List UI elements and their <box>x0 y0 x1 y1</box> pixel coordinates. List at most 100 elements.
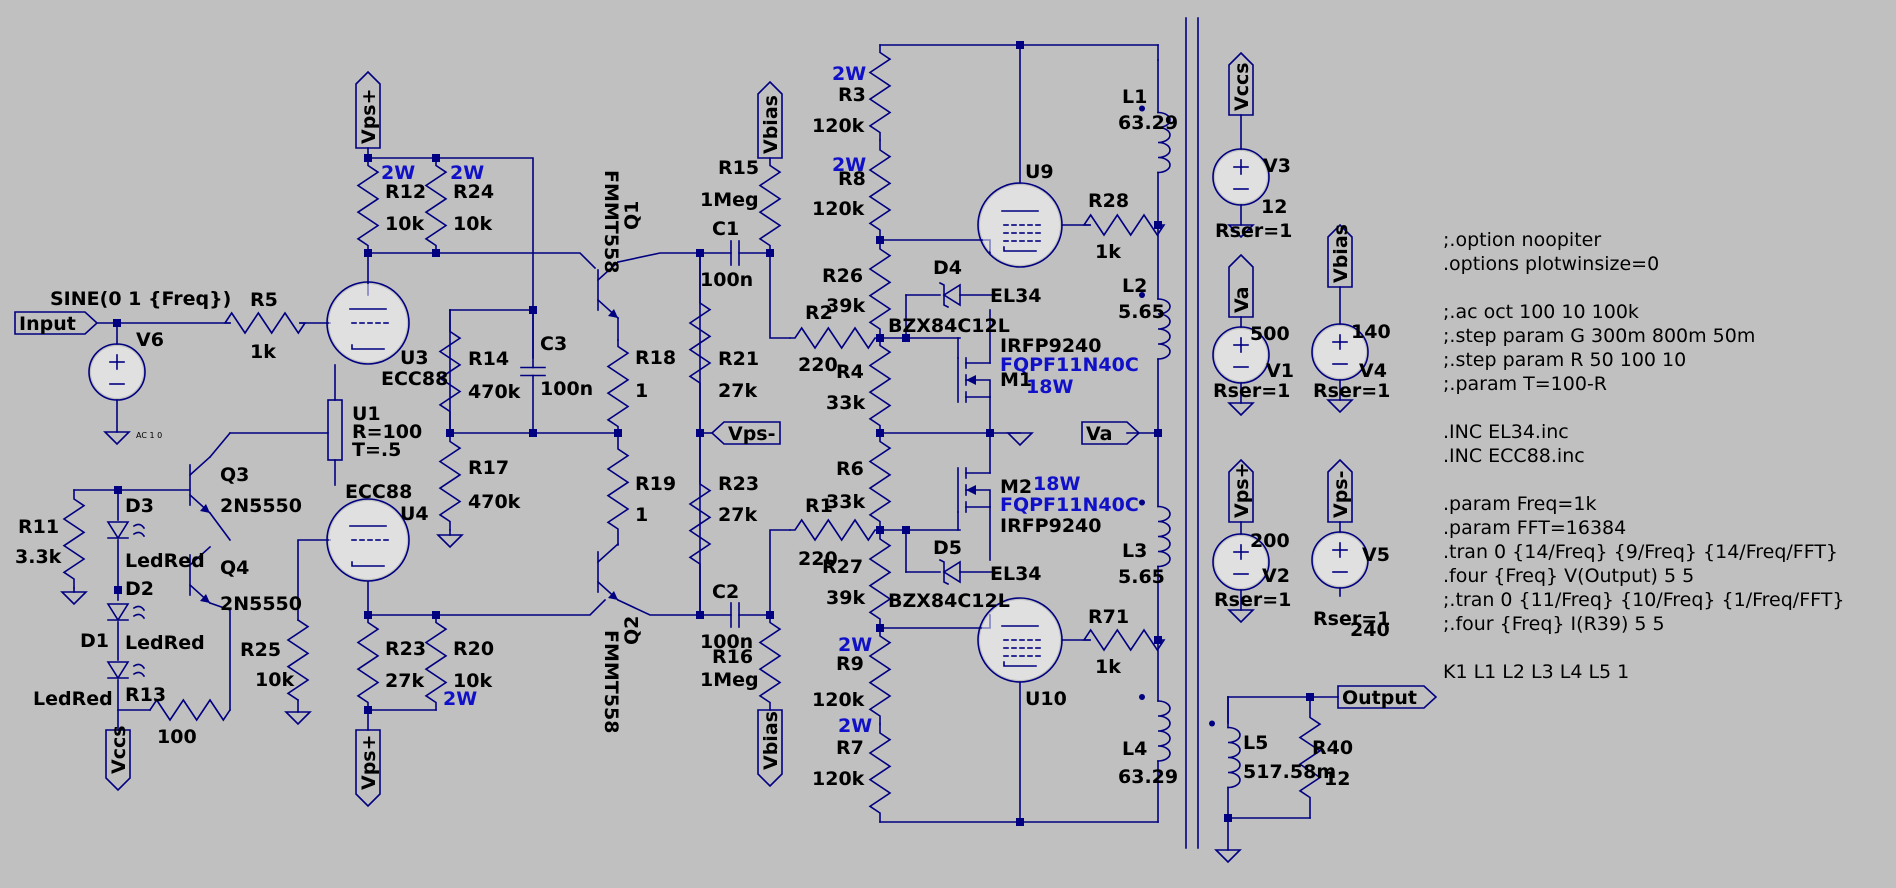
resistor-r2[interactable] <box>789 326 881 350</box>
directive-line[interactable]: .INC ECC88.inc <box>1443 445 1585 467</box>
led-d2[interactable] <box>106 521 146 540</box>
output-net-label[interactable]: Output <box>1337 685 1438 709</box>
directive-line[interactable]: ;.param T=100-R <box>1443 373 1607 395</box>
resistor-r1[interactable] <box>789 518 881 542</box>
directive-line[interactable]: .INC EL34.inc <box>1443 421 1569 443</box>
resistor-r8[interactable] <box>868 139 892 241</box>
v1-net-label[interactable]: Va <box>1228 253 1254 318</box>
mosfet-m1[interactable] <box>957 357 991 403</box>
resistor-r16[interactable] <box>758 614 782 711</box>
v2-net-label[interactable]: Vps+ <box>1228 458 1254 523</box>
tube-u10[interactable] <box>977 597 1063 683</box>
directive-line[interactable]: ;.ac oct 100 10 100k <box>1443 301 1639 323</box>
thermistor-u1[interactable] <box>327 364 343 486</box>
directive-line[interactable]: .options plotwinsize=0 <box>1443 253 1659 275</box>
ground-symbol[interactable] <box>436 534 464 549</box>
resistor-r40[interactable] <box>1298 696 1322 819</box>
resistor-r12[interactable] <box>356 157 380 254</box>
v5-source[interactable] <box>1311 531 1369 589</box>
v4-source[interactable] <box>1311 323 1369 381</box>
capacitor-c3[interactable] <box>520 309 546 434</box>
resistor-r24[interactable] <box>424 157 448 254</box>
led-d3[interactable] <box>106 661 146 680</box>
v5-net-label[interactable]: Vps- <box>1327 458 1353 523</box>
vccs-net-label-left[interactable]: Vccs <box>105 725 131 792</box>
inductor-l5[interactable] <box>1209 696 1241 819</box>
resistor-r9[interactable] <box>868 627 892 725</box>
ground-symbol[interactable] <box>1227 609 1255 624</box>
resistor-r11[interactable] <box>62 489 86 589</box>
zener-d5[interactable] <box>938 558 961 586</box>
directive-line[interactable]: ;.four {Freq} I(R39) 5 5 <box>1443 613 1665 635</box>
resistor-r23[interactable] <box>688 432 712 616</box>
transistor-q1[interactable] <box>596 260 620 320</box>
resistor-r20[interactable] <box>356 614 380 711</box>
capacitor-c1[interactable] <box>699 240 771 266</box>
resistor-r6[interactable] <box>868 432 892 531</box>
v3-net-label[interactable]: Vccs <box>1228 51 1254 116</box>
capacitor-c2[interactable] <box>699 602 771 628</box>
resistor-r19[interactable] <box>606 432 630 546</box>
resistor-r13[interactable] <box>148 698 232 722</box>
directive-line[interactable]: ;.tran 0 {11/Freq} {10/Freq} {1/Freq/FFT… <box>1443 589 1844 611</box>
directive-line[interactable]: .param Freq=1k <box>1443 493 1596 515</box>
tube-u9[interactable] <box>977 182 1063 268</box>
vps-minus-net-label[interactable]: Vps- <box>710 421 781 445</box>
vps-plus-net-label-bottom[interactable]: Vps+ <box>355 729 381 808</box>
v4-net-label[interactable]: Vbias <box>1327 223 1353 288</box>
ground-symbol[interactable] <box>284 711 312 726</box>
directive-line[interactable]: ;.step param R 50 100 10 <box>1443 349 1686 371</box>
resistor-r14[interactable] <box>438 309 462 434</box>
directive-line[interactable]: .four {Freq} V(Output) 5 5 <box>1443 565 1694 587</box>
ground-symbol-mid[interactable] <box>1006 432 1034 447</box>
inductor-l4[interactable] <box>1139 639 1171 823</box>
voltage-source-v6[interactable] <box>88 343 146 401</box>
resistor-r21[interactable] <box>688 252 712 434</box>
resistor-r4[interactable] <box>868 337 892 434</box>
directive-line[interactable]: .tran 0 {14/Freq} {9/Freq} {14/Freq/FFT} <box>1443 541 1838 563</box>
resistor-r17[interactable] <box>438 432 462 531</box>
tube-u3[interactable] <box>326 281 410 365</box>
resistor-r5[interactable] <box>223 311 307 335</box>
vbias-net-label-bottom[interactable]: Vbias <box>757 709 783 788</box>
ground-symbol[interactable] <box>1227 224 1255 239</box>
tube-u4[interactable] <box>326 498 410 582</box>
transistor-q4[interactable] <box>188 545 212 605</box>
led-d1[interactable] <box>106 603 146 622</box>
ground-symbol[interactable] <box>60 591 88 606</box>
inductor-l2[interactable] <box>1139 224 1171 434</box>
mosfet-m2[interactable] <box>957 467 991 513</box>
resistor-r26[interactable] <box>868 239 892 339</box>
ground-symbol[interactable] <box>1326 399 1354 414</box>
ground-symbol[interactable] <box>103 431 131 446</box>
resistor-r27[interactable] <box>868 529 892 629</box>
vps-plus-net-label-top[interactable]: Vps+ <box>355 70 381 149</box>
v1-source[interactable] <box>1212 326 1270 384</box>
v2-source[interactable] <box>1212 533 1270 591</box>
transistor-q3[interactable] <box>188 455 212 515</box>
transistor-q2[interactable] <box>596 542 620 602</box>
directive-line[interactable]: ;.step param G 300m 800m 50m <box>1443 325 1755 347</box>
resistor-r10[interactable] <box>286 618 310 702</box>
directive-line[interactable]: K1 L1 L2 L3 L4 L5 1 <box>1443 661 1629 683</box>
resistor-r3[interactable] <box>868 44 892 141</box>
directive-line[interactable]: ;.option noopiter <box>1443 229 1601 251</box>
inductor-l3[interactable] <box>1139 432 1171 641</box>
input-net-label[interactable]: Input <box>14 311 99 335</box>
resistor-r28[interactable] <box>1082 213 1166 237</box>
spice-directives[interactable]: ;.option noopiter.options plotwinsize=0;… <box>1443 229 1844 683</box>
ground-symbol[interactable] <box>1227 402 1255 417</box>
vbias-net-label-top[interactable]: Vbias <box>757 80 783 159</box>
resistor-r15[interactable] <box>758 157 782 254</box>
directive-line[interactable]: .param FFT=16384 <box>1443 517 1626 539</box>
resistor-r25[interactable] <box>424 614 448 711</box>
resistor-r18[interactable] <box>606 339 630 434</box>
v3-source[interactable] <box>1212 148 1270 206</box>
inductor-l1[interactable] <box>1139 59 1171 226</box>
va-net-label-out[interactable]: Va <box>1081 421 1141 445</box>
zener-d4[interactable] <box>938 281 961 309</box>
ground-symbol[interactable] <box>1214 849 1242 864</box>
resistor-r7[interactable] <box>868 723 892 823</box>
resistor-r71[interactable] <box>1082 628 1166 652</box>
